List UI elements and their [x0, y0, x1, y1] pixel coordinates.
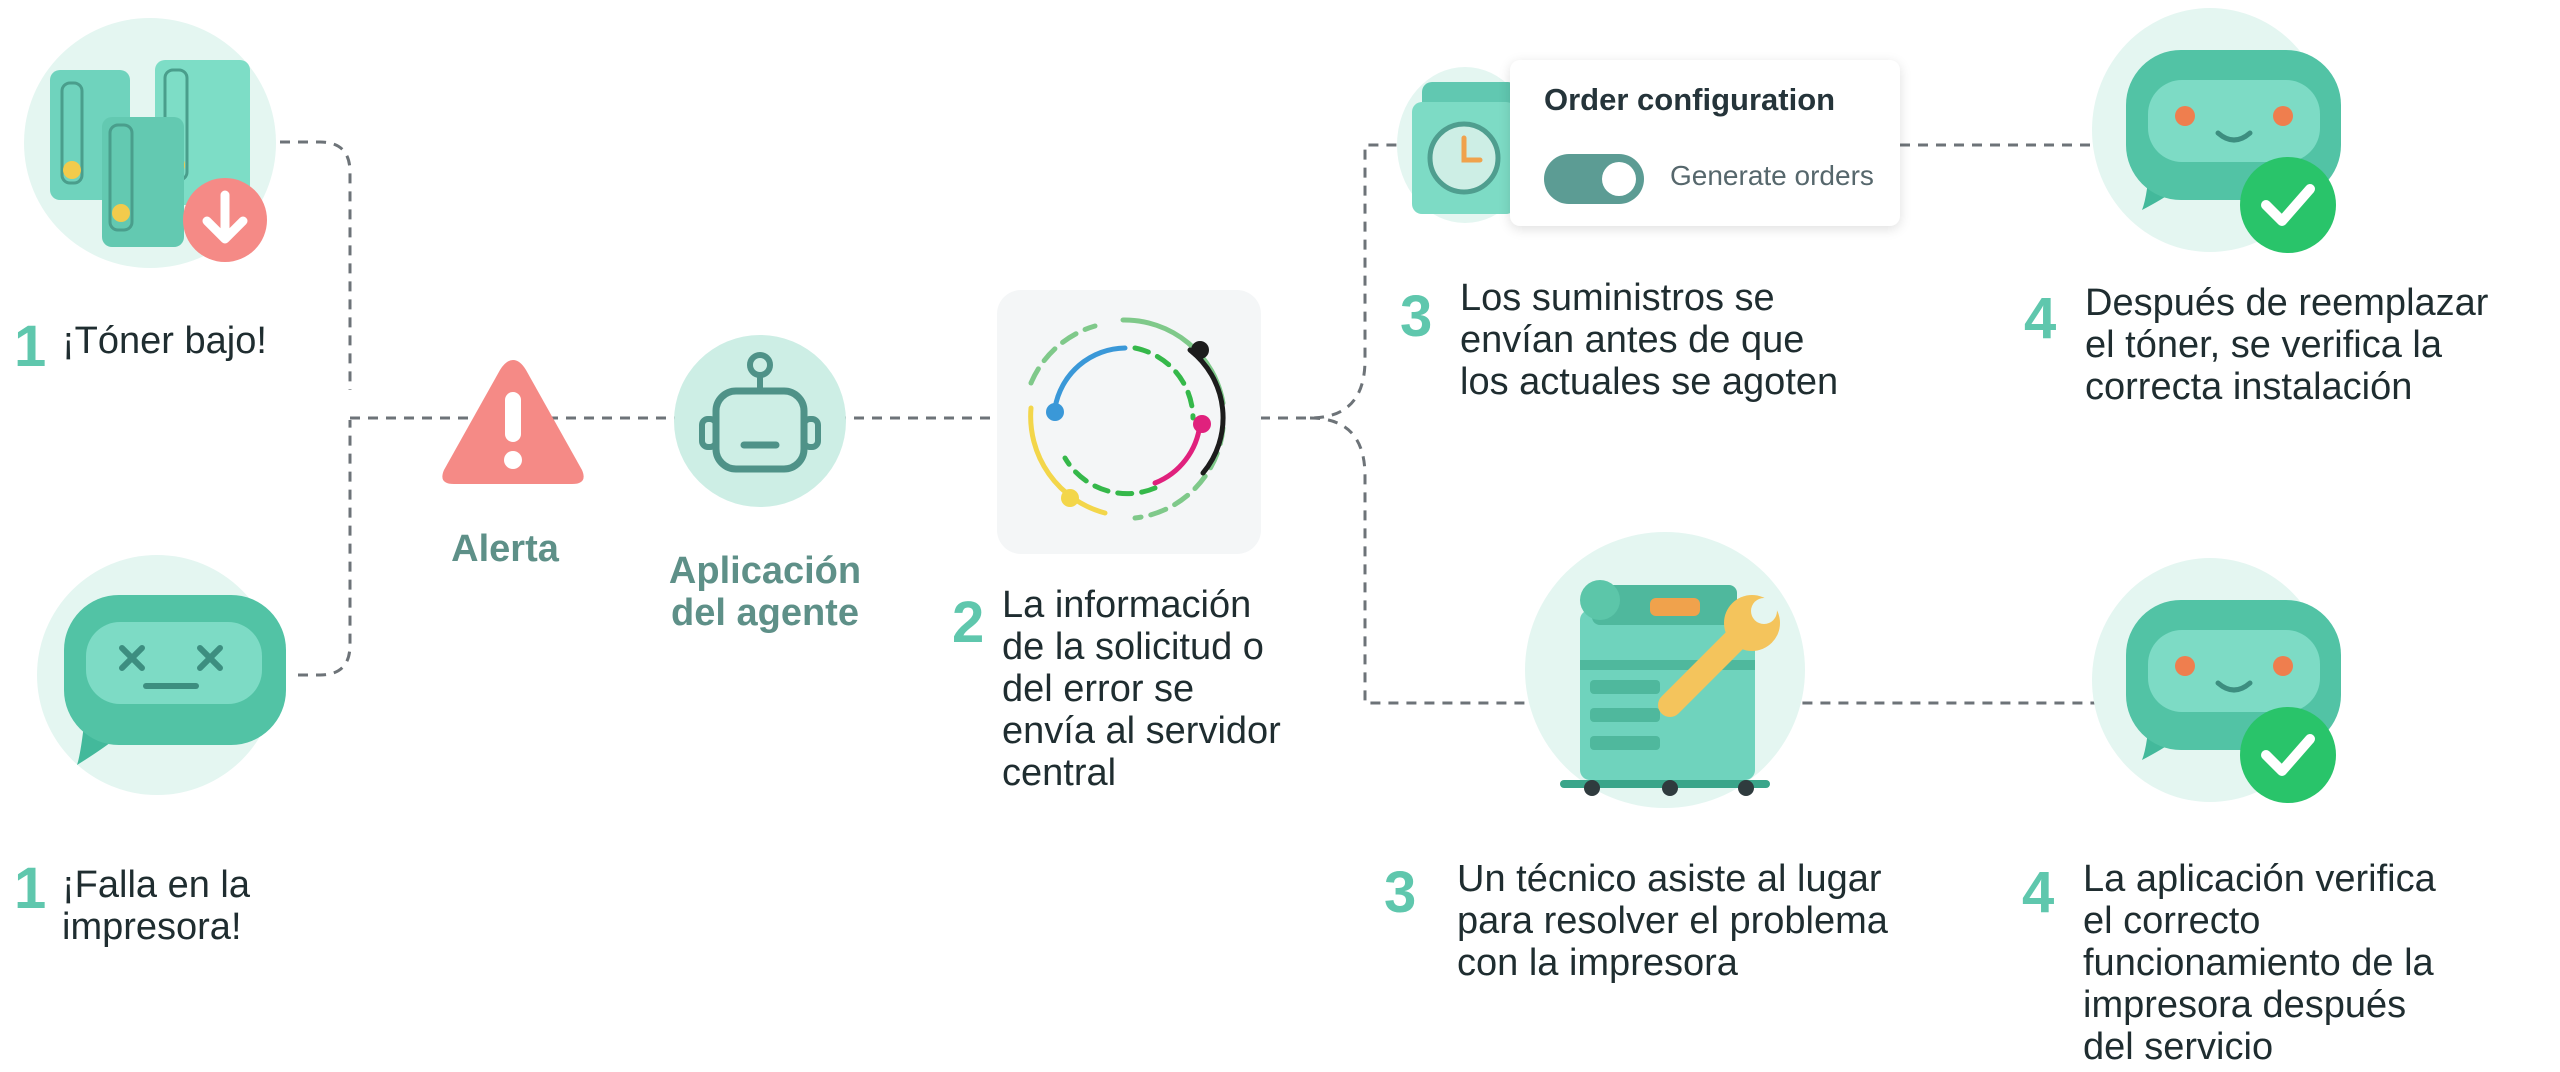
printer-wrench-icon	[1525, 532, 1805, 808]
toggle-knob	[1602, 162, 1636, 196]
step-number: 4	[2024, 286, 2057, 351]
alert-label: Alerta	[451, 528, 559, 570]
step-text: Un técnico asiste al lugar para resolver…	[1457, 858, 1888, 984]
step-text: ¡Falla en la impresora!	[62, 864, 250, 948]
happy-chat-bubble-check-icon	[2092, 8, 2341, 253]
step-number: 1	[14, 314, 47, 379]
generate-orders-toggle[interactable]	[1544, 154, 1644, 204]
sad-chat-bubble-icon	[37, 555, 286, 795]
step-number: 4	[2022, 860, 2055, 925]
order-configuration-title: Order configuration	[1544, 82, 1836, 117]
central-server-circle-icon	[997, 290, 1261, 554]
agent-label: Aplicación del agente	[668, 550, 862, 634]
step-number: 1	[14, 856, 47, 921]
step-text: ¡Tóner bajo!	[62, 320, 267, 362]
step-text: Después de reemplazar el tóner, se verif…	[2085, 282, 2489, 408]
step-text: La información de la solicitud o del err…	[1002, 584, 1281, 794]
step-text: Los suministros se envían antes de que l…	[1460, 277, 1839, 403]
step-text: La aplicación verifica el correcto funci…	[2083, 858, 2436, 1068]
step-number: 3	[1384, 860, 1417, 925]
supplies-box-clock-icon	[1397, 67, 1533, 223]
toner-cartridges-icon	[24, 18, 276, 268]
generate-orders-label: Generate orders	[1670, 160, 1874, 191]
step-number: 3	[1400, 284, 1433, 349]
robot-icon	[674, 335, 846, 507]
happy-chat-bubble-check-icon	[2092, 558, 2341, 803]
warning-triangle-icon	[442, 360, 584, 484]
step-number: 2	[952, 590, 985, 655]
order-configuration-card: Order configuration Generate orders	[1510, 60, 1900, 226]
